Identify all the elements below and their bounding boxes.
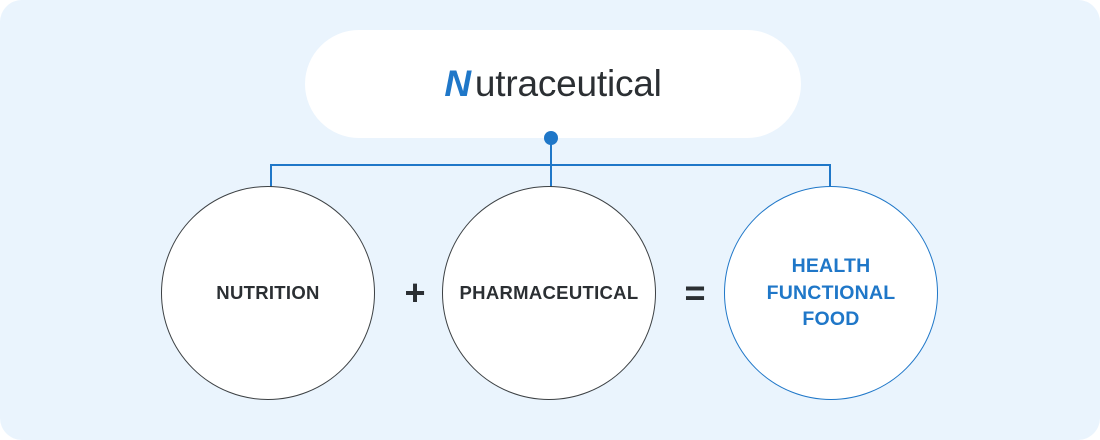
node-health-functional-food[interactable]: HEALTH FUNCTIONAL FOOD bbox=[724, 186, 938, 400]
node-nutrition-label: NUTRITION bbox=[216, 281, 320, 303]
connector-horizontal-bar bbox=[270, 164, 831, 166]
title-remainder: utraceutical bbox=[474, 63, 662, 104]
node-hff-line-2: FUNCTIONAL bbox=[766, 281, 896, 304]
connector-vertical-stem bbox=[550, 138, 552, 188]
connector-drop-right bbox=[829, 164, 831, 188]
connector-drop-left bbox=[270, 164, 272, 188]
node-health-functional-food-label: HEALTH FUNCTIONAL FOOD bbox=[767, 253, 896, 334]
node-pharmaceutical[interactable]: PHARMACEUTICAL bbox=[442, 186, 656, 400]
node-hff-line-1: HEALTH bbox=[791, 254, 871, 277]
node-pharmaceutical-label: PHARMACEUTICAL bbox=[459, 281, 639, 303]
node-hff-line-3: FOOD bbox=[802, 308, 860, 331]
title-lead-letter: N bbox=[444, 63, 471, 104]
operator-equals: = bbox=[684, 272, 706, 313]
node-nutrition[interactable]: NUTRITION bbox=[161, 186, 375, 400]
equation-row: NUTRITION + PHARMACEUTICAL = HEALTH FUNC… bbox=[0, 186, 1100, 402]
operator-plus: + bbox=[404, 272, 426, 313]
